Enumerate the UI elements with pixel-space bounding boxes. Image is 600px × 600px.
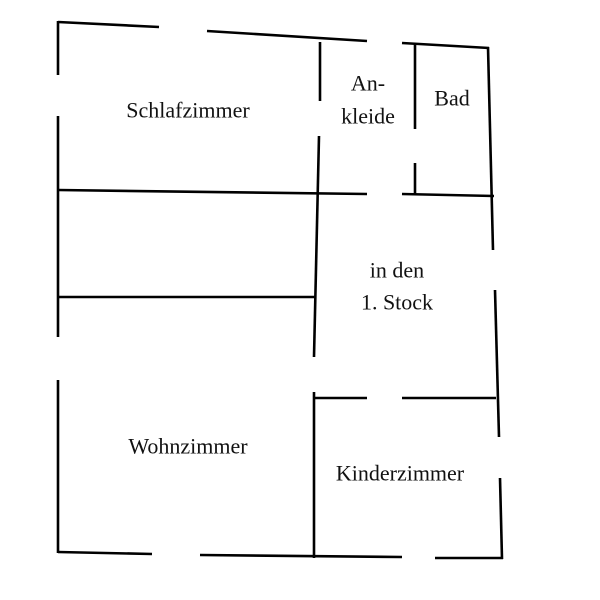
wall (401, 41, 490, 50)
wall (401, 192, 495, 198)
wall (498, 477, 504, 560)
wall (57, 188, 368, 196)
room-label-wohnzimmer: Wohnzimmer (128, 433, 248, 459)
room-label-schlafzimmer: Schlafzimmer (126, 97, 250, 123)
wall (206, 29, 368, 43)
room-label-ankleide-2: kleide (341, 103, 395, 129)
wall (199, 553, 403, 559)
stairs-label-1: in den (369, 257, 425, 283)
room-label-ankleide-1: An- (350, 70, 386, 96)
wall (312, 135, 321, 358)
stairs-label-2: 1. Stock (360, 289, 434, 315)
room-label-bad: Bad (434, 85, 470, 111)
wall (493, 289, 501, 438)
wall (57, 550, 153, 556)
room-label-kinderzimmer: Kinderzimmer (335, 460, 465, 486)
wall (486, 46, 495, 251)
wall (57, 20, 160, 29)
